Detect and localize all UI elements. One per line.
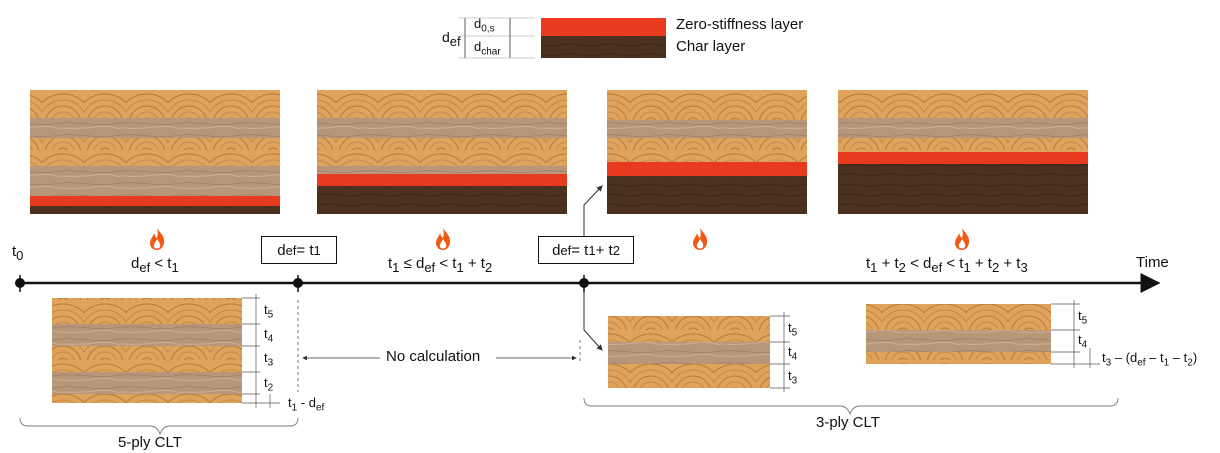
dim-3ply-b-remaining: t3 – (def – t1 – t2) xyxy=(1102,350,1198,369)
stage1-condition: def < t1 xyxy=(131,255,179,275)
panel-3ply-a xyxy=(608,316,770,388)
flame-icon xyxy=(955,228,970,250)
legend-swatches xyxy=(458,17,666,59)
dim-3ply-a-t4: t4 xyxy=(788,344,798,363)
dim-5ply-t1-minus-def: t1 - def xyxy=(288,395,325,414)
legend-char-layer-label: Char layer xyxy=(676,38,746,55)
panel-stage-def-t1 xyxy=(317,90,567,214)
legend-d0s-label: d0,s xyxy=(474,16,495,35)
flame-icon xyxy=(150,228,165,250)
stage3-condition: t1 + t2 < def < t1 + t2 + t3 xyxy=(866,255,1028,275)
dims-5ply xyxy=(242,294,280,408)
legend-zero-stiffness-label: Zero-stiffness layer xyxy=(676,16,804,33)
timeline-axis xyxy=(15,273,1161,293)
legend-def-label: def xyxy=(442,29,461,49)
time-axis-label: Time xyxy=(1136,254,1169,271)
brace-3ply xyxy=(583,397,1119,416)
five-ply-label: 5-ply CLT xyxy=(118,434,182,451)
dim-3ply-a-t5: t5 xyxy=(788,320,798,339)
brace-5ply xyxy=(19,417,299,436)
dim-3ply-b-t5: t5 xyxy=(1078,308,1088,327)
dims-3ply-a xyxy=(770,312,790,392)
dims-3ply-b xyxy=(1051,300,1100,368)
panel-5ply xyxy=(52,298,242,403)
flame-icon xyxy=(436,228,451,250)
no-calculation-label: No calculation xyxy=(386,348,481,365)
panel-3ply-b xyxy=(866,304,1051,364)
dim-3ply-b-t4: t4 xyxy=(1078,332,1088,351)
panel-stage-def-t1-t2 xyxy=(607,90,807,214)
dim-3ply-a-t3: t3 xyxy=(788,368,798,387)
t0-label: t0 xyxy=(12,243,24,263)
dim-5ply-t4: t4 xyxy=(264,326,274,345)
panel-stage1 xyxy=(30,90,280,214)
legend-dchar-label: dchar xyxy=(474,39,501,58)
dim-5ply-t3: t3 xyxy=(264,350,274,369)
three-ply-label: 3-ply CLT xyxy=(816,414,880,431)
panel-stage3 xyxy=(838,90,1088,214)
flame-icon xyxy=(693,228,708,250)
stage2-condition: t1 ≤ def < t1 + t2 xyxy=(388,255,493,275)
arrow-down-to-3ply xyxy=(583,292,603,351)
dim-5ply-t2: t2 xyxy=(264,375,274,394)
dim-5ply-t5: t5 xyxy=(264,302,274,321)
